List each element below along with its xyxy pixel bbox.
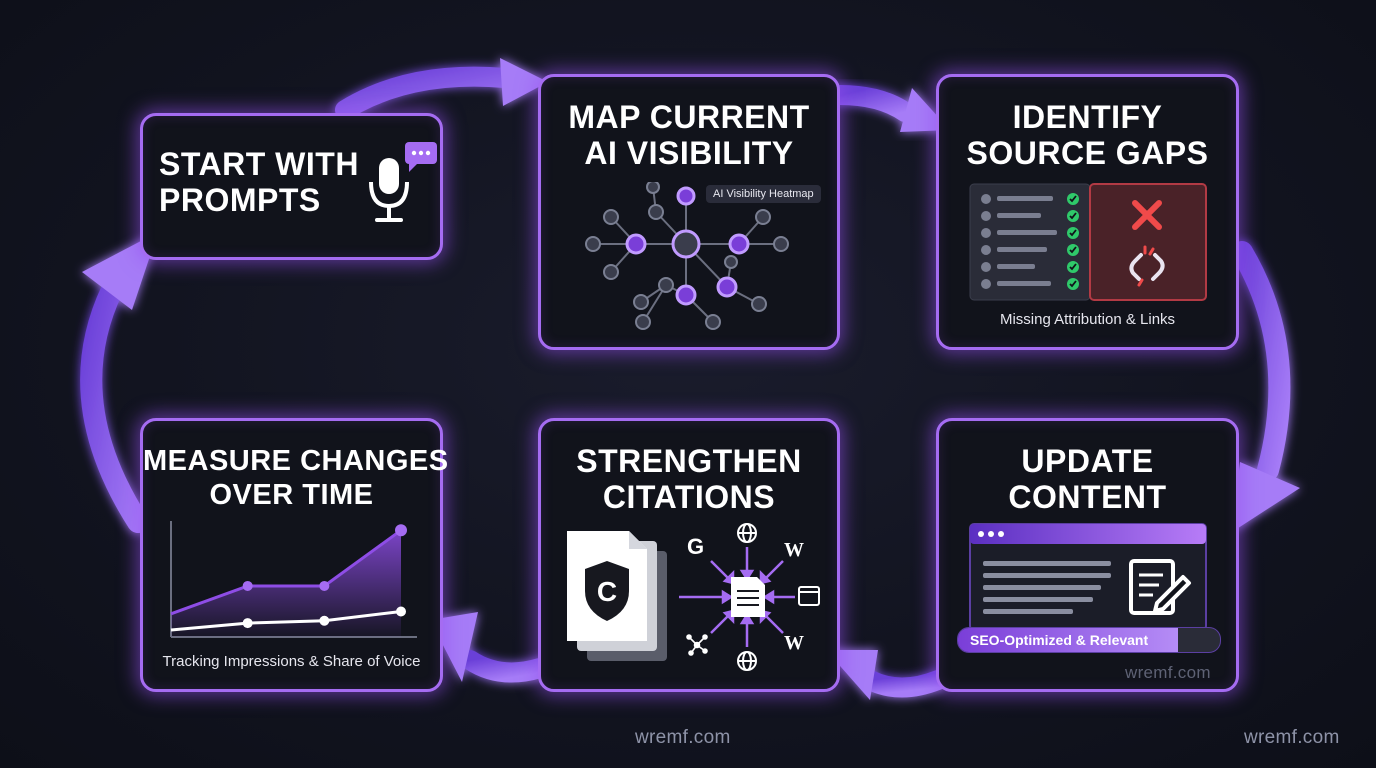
series-0-point-1: [242, 580, 253, 591]
step-title-update-line2: CONTENT: [1008, 479, 1167, 515]
shield-document-icon: C: [567, 531, 667, 661]
step-title-map-line1: MAP CURRENT: [568, 99, 810, 135]
browser-icon: [798, 586, 820, 606]
step-title-prompts-line1: START WITH: [159, 146, 359, 182]
step-title-measure-line2: OVER TIME: [209, 479, 374, 511]
edit-document-icon: [1129, 559, 1191, 615]
step-card-gaps: IDENTIFY SOURCE GAPS: [936, 74, 1239, 350]
citation-sources-graph: [679, 523, 820, 671]
source-gap-panel: [969, 183, 1207, 301]
broken-link-icon: [1129, 245, 1165, 287]
arrow-citations-to-measure: [430, 612, 550, 683]
google-letter-icon: G: [687, 534, 705, 559]
seo-status-label: SEO-Optimized & Relevant: [970, 632, 1149, 648]
network-icon: [686, 634, 708, 656]
network-graph-icon: [585, 182, 789, 330]
step-title-prompts-line2: PROMPTS: [159, 182, 321, 218]
step-title-citations-line2: CITATIONS: [602, 479, 776, 515]
seo-status-bar: SEO-Optimized & Relevant: [957, 627, 1221, 653]
series-line-0: [170, 529, 402, 616]
step-title-gaps-line2: SOURCE GAPS: [966, 135, 1209, 171]
step-card-map: MAP CURRENT AI VISIBILITY AI Visibility …: [538, 74, 840, 350]
step-title-citations-line1: STRENGTHEN: [576, 443, 802, 479]
line-chart-icon: [170, 521, 417, 638]
series-area-0: [171, 530, 401, 637]
gaps-caption: Missing Attribution & Links: [999, 311, 1176, 328]
series-1-point-2: [319, 615, 330, 626]
content-editor-window: [969, 523, 1207, 631]
series-0-point-3: [395, 524, 407, 537]
wiki-letter-icon-bottom: W: [784, 632, 804, 654]
step-card-measure: MEASURE CHANGES OVER TIME Tracking Impre…: [140, 418, 449, 692]
cross-icon: [1132, 200, 1162, 230]
step-card-citations: STRENGTHEN CITATIONS C: [538, 418, 840, 692]
arrow-map-to-gaps: [830, 85, 950, 132]
series-0-point-2: [319, 580, 330, 591]
wiki-letter-icon-top: W: [784, 539, 804, 561]
step-title-measure-line1: MEASURE CHANGES: [143, 445, 449, 477]
measure-caption: Tracking Impressions & Share of Voice: [162, 653, 421, 670]
arrow-gaps-to-update: [1231, 241, 1300, 532]
step-title-update-line1: UPDATE: [1021, 443, 1154, 479]
arrow-measure-to-prompts: [80, 232, 158, 533]
globe-icon: [737, 523, 757, 671]
series-1-point-1: [242, 618, 253, 629]
step-title-map-line2: AI VISIBILITY: [584, 135, 794, 171]
step-card-update: UPDATE CONTENT SEO-Optimized & Relevant …: [936, 418, 1239, 692]
heatmap-badge: AI Visibility Heatmap: [706, 185, 821, 203]
step-title-gaps-line1: IDENTIFY: [1012, 99, 1163, 135]
seo-status-fill: [958, 628, 1179, 652]
svg-text:C: C: [597, 576, 617, 607]
microphone-chat-icon: [369, 142, 437, 222]
watermark-center: wremf.com: [635, 727, 731, 748]
arrow-prompts-to-map: [335, 58, 548, 120]
series-1-point-3: [396, 606, 406, 617]
step-card-prompts: START WITH PROMPTS: [140, 113, 443, 260]
card-watermark: wremf.com: [1125, 663, 1211, 682]
watermark-right: wremf.com: [1244, 727, 1340, 748]
series-line-1: [170, 609, 402, 632]
document-icon: [731, 577, 765, 617]
arrow-update-to-citations: [826, 650, 948, 700]
